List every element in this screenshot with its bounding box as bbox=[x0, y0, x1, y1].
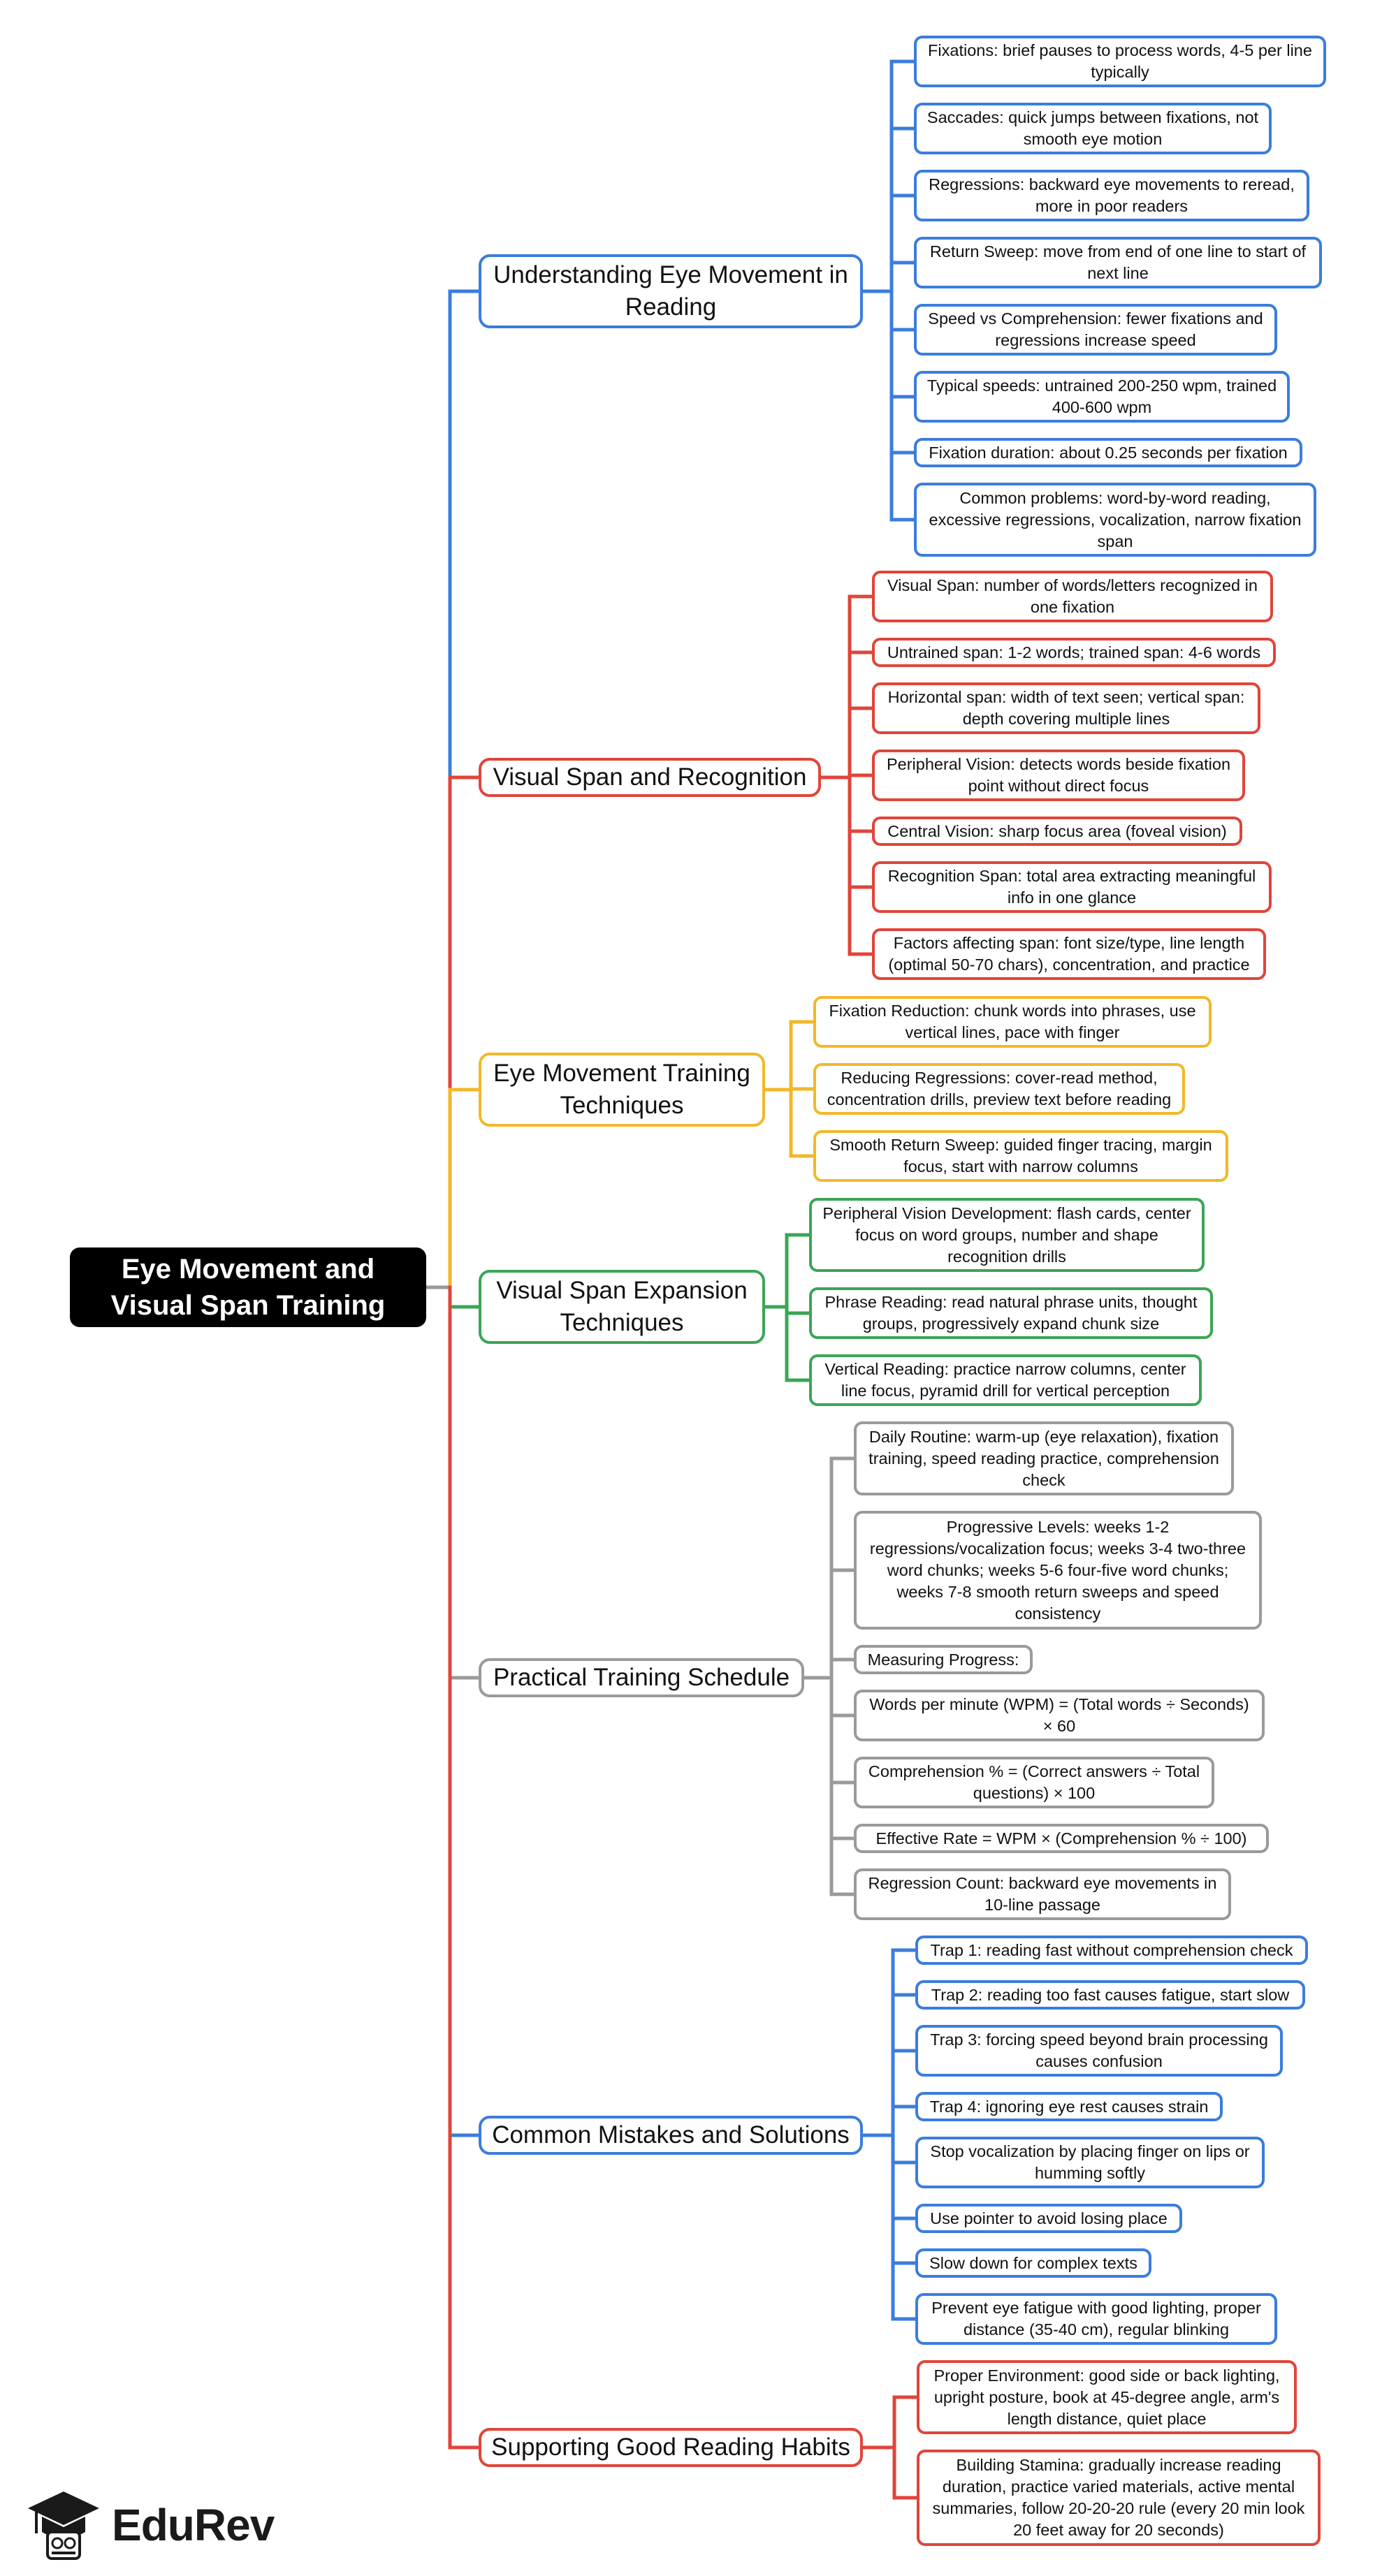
logo-text: EduRev bbox=[112, 2500, 275, 2550]
leaf-proper-environment: Proper Environment: good side or back li… bbox=[917, 2360, 1297, 2434]
leaf-factors-affecting-span: Factors affecting span: font size/type, … bbox=[872, 928, 1266, 980]
leaf-saccades: Saccades: quick jumps between fixations,… bbox=[914, 103, 1272, 154]
leaf-stop-vocalization: Stop vocalization by placing finger on l… bbox=[915, 2137, 1265, 2188]
leaf-peripheral-vision-development: Peripheral Vision Development: flash car… bbox=[809, 1198, 1205, 1272]
leaf-central-vision: Central Vision: sharp focus area (foveal… bbox=[872, 817, 1242, 846]
leaf-phrase-reading: Phrase Reading: read natural phrase unit… bbox=[809, 1287, 1213, 1339]
leaf-fixation-duration: Fixation duration: about 0.25 seconds pe… bbox=[914, 438, 1302, 467]
leaf-typical-speeds: Typical speeds: untrained 200-250 wpm, t… bbox=[914, 371, 1290, 423]
leaf-measuring-progress: Measuring Progress: bbox=[854, 1645, 1033, 1674]
leaf-common-problems: Common problems: word-by-word reading, e… bbox=[914, 483, 1316, 557]
leaf-prevent-eye-fatigue: Prevent eye fatigue with good lighting, … bbox=[915, 2293, 1277, 2345]
leaf-building-stamina: Building Stamina: gradually increase rea… bbox=[917, 2450, 1321, 2546]
root-node: Eye Movement and Visual Span Training bbox=[70, 1247, 426, 1327]
branch-supporting-habits: Supporting Good Reading Habits bbox=[479, 2428, 863, 2467]
leaf-daily-routine: Daily Routine: warm-up (eye relaxation),… bbox=[854, 1421, 1234, 1495]
branch-practical-training-schedule: Practical Training Schedule bbox=[479, 1658, 804, 1697]
leaf-trap-3: Trap 3: forcing speed beyond brain proce… bbox=[915, 2025, 1283, 2077]
leaf-effective-rate: Effective Rate = WPM × (Comprehension % … bbox=[854, 1824, 1269, 1853]
leaf-regression-count: Regression Count: backward eye movements… bbox=[854, 1868, 1231, 1920]
leaf-visual-span: Visual Span: number of words/letters rec… bbox=[872, 571, 1273, 622]
graduation-cap-icon bbox=[28, 2491, 99, 2560]
leaf-recognition-span: Recognition Span: total area extracting … bbox=[872, 861, 1272, 913]
leaf-smooth-return-sweep: Smooth Return Sweep: guided finger traci… bbox=[813, 1130, 1228, 1182]
leaf-return-sweep: Return Sweep: move from end of one line … bbox=[914, 237, 1322, 288]
leaf-use-pointer: Use pointer to avoid losing place bbox=[915, 2204, 1182, 2233]
leaf-regressions: Regressions: backward eye movements to r… bbox=[914, 170, 1309, 221]
branch-eye-movement-training: Eye Movement Training Techniques bbox=[479, 1053, 765, 1127]
branch-visual-span-expansion: Visual Span Expansion Techniques bbox=[479, 1270, 765, 1344]
edurev-logo: EduRev bbox=[25, 2487, 284, 2563]
leaf-peripheral-vision: Peripheral Vision: detects words beside … bbox=[872, 749, 1245, 801]
leaf-horizontal-span: Horizontal span: width of text seen; ver… bbox=[872, 682, 1260, 734]
leaf-untrained-span: Untrained span: 1-2 words; trained span:… bbox=[872, 638, 1276, 667]
leaf-trap-1: Trap 1: reading fast without comprehensi… bbox=[915, 1935, 1308, 1965]
leaf-speed-vs-comprehension: Speed vs Comprehension: fewer fixations … bbox=[914, 304, 1277, 356]
leaf-slow-down: Slow down for complex texts bbox=[915, 2248, 1151, 2278]
leaf-fixation-reduction: Fixation Reduction: chunk words into phr… bbox=[813, 996, 1212, 1048]
branch-common-mistakes: Common Mistakes and Solutions bbox=[479, 2116, 863, 2155]
leaf-trap-4: Trap 4: ignoring eye rest causes strain bbox=[915, 2092, 1223, 2121]
branch-understanding-eye-movement: Understanding Eye Movement in Reading bbox=[479, 254, 863, 328]
leaf-wpm-formula: Words per minute (WPM) = (Total words ÷ … bbox=[854, 1690, 1265, 1741]
leaf-trap-2: Trap 2: reading too fast causes fatigue,… bbox=[915, 1980, 1305, 2010]
leaf-progressive-levels: Progressive Levels: weeks 1-2 regression… bbox=[854, 1511, 1262, 1630]
leaf-vertical-reading: Vertical Reading: practice narrow column… bbox=[809, 1354, 1202, 1406]
leaf-comprehension-formula: Comprehension % = (Correct answers ÷ Tot… bbox=[854, 1757, 1214, 1808]
leaf-fixations: Fixations: brief pauses to process words… bbox=[914, 36, 1326, 87]
branch-visual-span-recognition: Visual Span and Recognition bbox=[479, 758, 821, 797]
leaf-reducing-regressions: Reducing Regressions: cover-read method,… bbox=[813, 1063, 1185, 1115]
